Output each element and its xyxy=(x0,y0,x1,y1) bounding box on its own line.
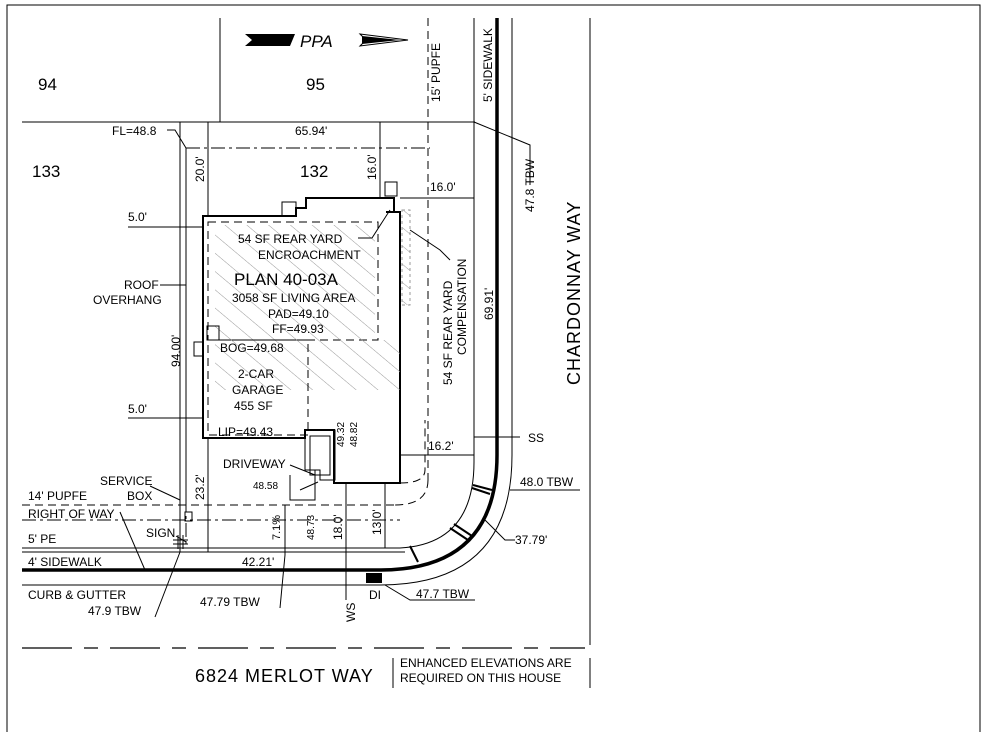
garage-line-3: 455 SF xyxy=(234,399,273,413)
encroach-line-2: ENCROACHMENT xyxy=(258,248,361,262)
lot-94-label: 94 xyxy=(38,75,57,94)
sidewalk-4-label: 4' SIDEWALK xyxy=(28,555,102,569)
setback-arc xyxy=(394,479,429,506)
compensation-strip xyxy=(401,209,411,306)
rear-setback-dimension: 20.0' xyxy=(193,156,207,182)
curb-arc-outer xyxy=(379,454,513,586)
garage-line-2: GARAGE xyxy=(232,383,283,397)
right-of-way-label: RIGHT OF WAY xyxy=(28,507,114,521)
garage-entry-inner xyxy=(309,435,331,476)
left-depth-dimension: 94.00' xyxy=(169,335,183,367)
comp-line-1: 54 SF REAR YARD xyxy=(441,280,455,385)
comp-line-2: COMPENSATION xyxy=(455,259,469,355)
driveway-outline xyxy=(289,470,316,501)
note-line-2: REQUIRED ON THIS HOUSE xyxy=(400,671,561,685)
ff-elevation: FF=49.93 xyxy=(272,322,324,336)
tbw-478-label: 47.8 TBW xyxy=(523,158,537,212)
elev-4858: 48.58 xyxy=(253,481,278,492)
pupfe-15-label: 15' PUPFE xyxy=(429,43,443,102)
sign-label: SIGN xyxy=(146,526,175,540)
address-title: 6824 MERLOT WAY xyxy=(195,666,374,686)
direction-label: PPA xyxy=(300,32,333,51)
garage-outline xyxy=(207,339,309,436)
curb-ticks xyxy=(409,484,493,563)
curb-arc-inner xyxy=(399,461,475,549)
pe-5-label: 5' PE xyxy=(28,532,56,546)
encroach-line-1: 54 SF REAR YARD xyxy=(238,232,343,246)
bump-out-top-2 xyxy=(384,181,398,197)
leader-lines xyxy=(119,121,580,618)
plan-name: PLAN 40-03A xyxy=(234,270,339,289)
sheet-border xyxy=(6,4,981,732)
left-setback-bottom: 5.0' xyxy=(128,402,147,416)
drain-inlet xyxy=(366,573,382,583)
pad-elevation: PAD=49.10 xyxy=(268,307,329,321)
service-box-label-1: SERVICE xyxy=(100,474,152,488)
front-right-dimension: 13.0' xyxy=(370,509,384,535)
front-left-dimension: 18.0' xyxy=(331,514,345,540)
left-setback-top: 5.0' xyxy=(128,210,147,224)
right-depth-dimension: 69.91' xyxy=(482,288,496,320)
side-right-dimension: 16.0' xyxy=(430,180,456,194)
lot-95-label: 95 xyxy=(306,75,325,94)
bottom-dimension: 42.21' xyxy=(242,555,274,569)
bump-out-left-2 xyxy=(206,325,220,341)
top-dimension: 65.94' xyxy=(295,124,327,138)
tbw-479-label: 47.9 TBW xyxy=(88,604,142,618)
direction-arrow: PPA xyxy=(245,32,409,51)
curb-gutter-label: CURB & GUTTER xyxy=(28,588,126,602)
slope-label: 7.1% xyxy=(271,515,283,540)
curb-arc-main xyxy=(379,454,499,572)
lot-132-label: 132 xyxy=(300,162,328,181)
roof-overhang-label-1: ROOF xyxy=(124,278,159,292)
roof-overhang-label-2: OVERHANG xyxy=(93,293,162,307)
elev-4882: 48.82 xyxy=(349,422,360,447)
bump-out-left xyxy=(193,341,204,357)
roof-overhang-line xyxy=(207,221,379,341)
bog-elevation: BOG=49.68 xyxy=(220,341,284,355)
garage-entry xyxy=(304,429,336,481)
di-label: DI xyxy=(369,588,381,602)
lot-133-label: 133 xyxy=(32,162,60,181)
service-box xyxy=(184,511,193,522)
pupfe-14-label: 14' PUPFE xyxy=(28,489,87,503)
driveway-label: DRIVEWAY xyxy=(223,457,286,471)
living-area: 3058 SF LIVING AREA xyxy=(232,291,355,305)
chardonnay-way-label: CHARDONNAY WAY xyxy=(564,201,584,385)
arc-dimension: 37.79' xyxy=(515,533,547,547)
sign-marker xyxy=(173,535,188,549)
compensation-hatch xyxy=(306,340,400,390)
elev-4873: 48.73 xyxy=(306,515,317,540)
garage-line-1: 2-CAR xyxy=(238,367,274,381)
drive-right-dimension: 16.2' xyxy=(428,439,454,453)
sidewalk-5-label: 5' SIDEWALK xyxy=(481,28,495,102)
lip-elevation: LIP=49.43 xyxy=(218,425,273,439)
fl-elevation: FL=48.8 xyxy=(112,124,157,138)
dimension-lines xyxy=(128,122,520,600)
tbw-480-label: 48.0 TBW xyxy=(520,475,574,489)
ws-label: WS xyxy=(344,603,358,622)
bump-out-top xyxy=(281,201,297,217)
drive-left-dimension: 23.2' xyxy=(193,474,207,500)
house-offset-line xyxy=(399,420,426,484)
note-line-1: ENHANCED ELEVATIONS ARE xyxy=(400,656,572,670)
ss-label: SS xyxy=(528,431,544,445)
side-top-dimension: 16.0' xyxy=(365,154,379,180)
encroachment-hatch xyxy=(215,225,375,390)
tbw-477-label: 47.7 TBW xyxy=(416,587,470,601)
tbw-4779-label: 47.79 TBW xyxy=(200,595,260,609)
elev-4932: 49.32 xyxy=(336,422,347,447)
service-box-label-2: BOX xyxy=(127,489,152,503)
